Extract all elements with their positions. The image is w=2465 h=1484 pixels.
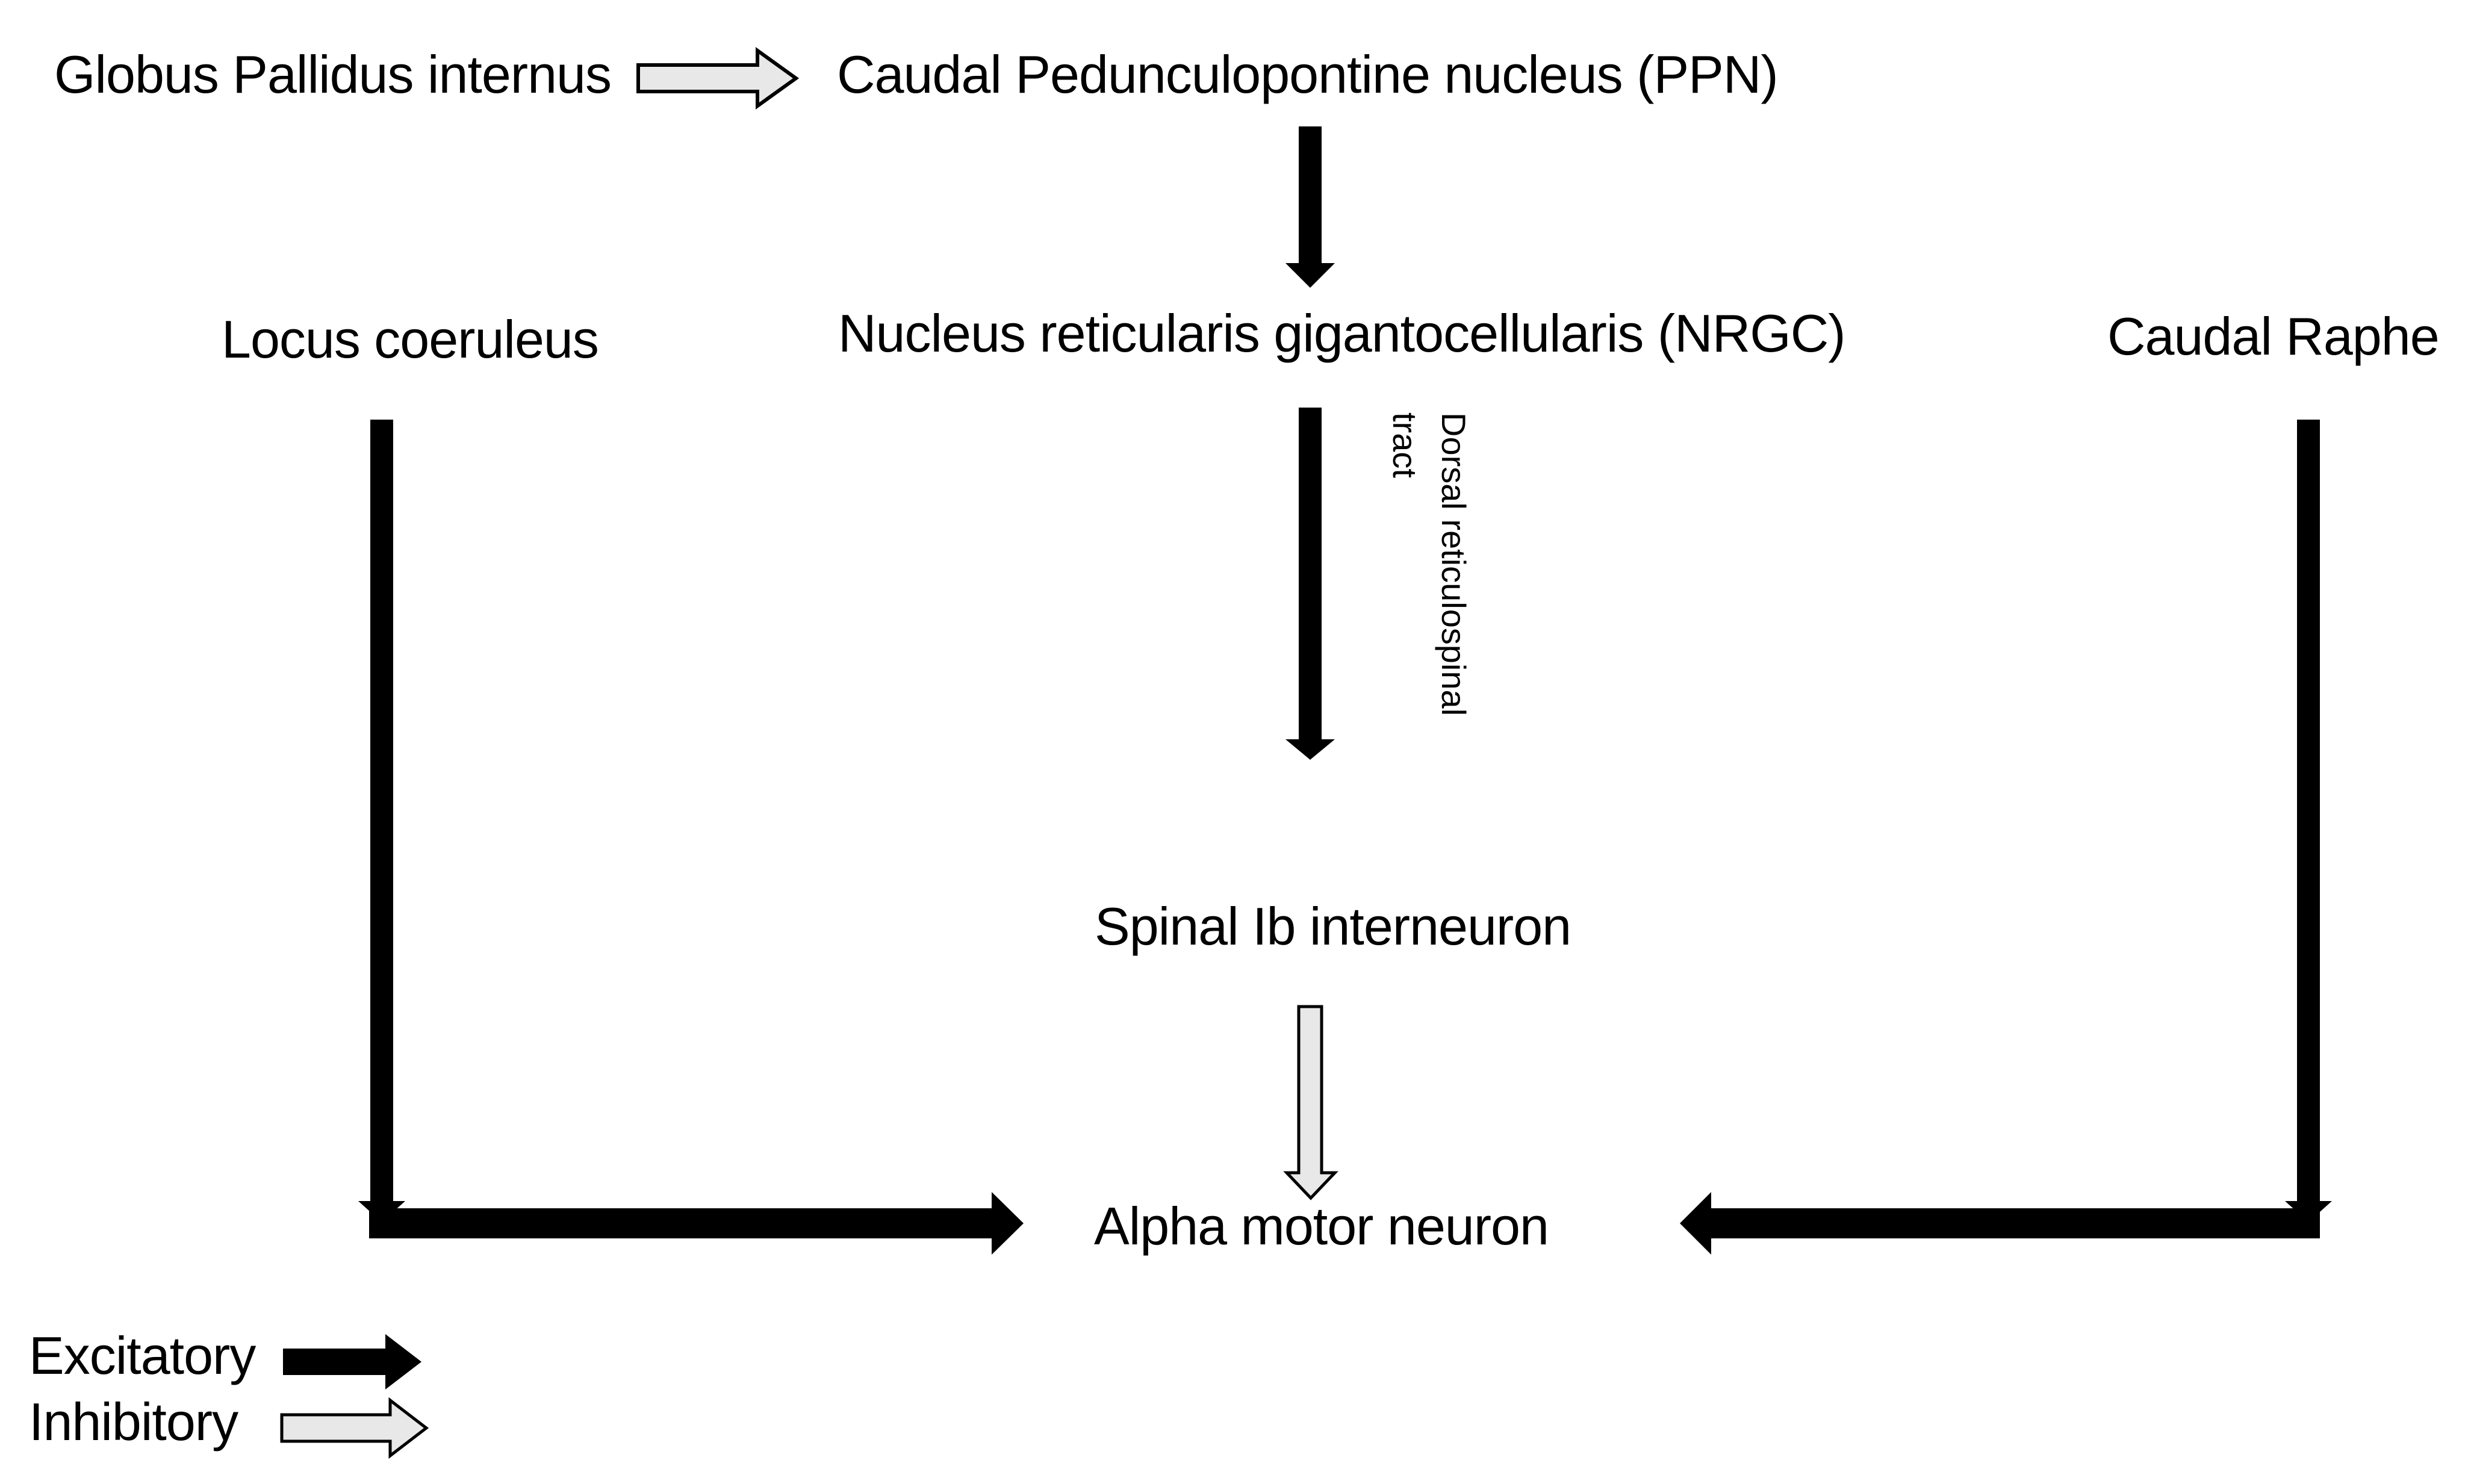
- excitatory-arrow-locus-to-alpha-icon: [358, 420, 1024, 1255]
- locus-vertical-segment: [358, 420, 405, 1222]
- node-label-caudal-raphe: Caudal Raphe: [2107, 306, 2440, 366]
- raphe-horizontal-segment: [1680, 1192, 2320, 1255]
- node-label-caudal-pedunculopontine-nucleus: Caudal Pedunculopontine nucleus (PPN): [837, 45, 1779, 104]
- excitatory-arrow-ppn-to-nrgc-icon: [1285, 126, 1335, 288]
- inhibitory-arrow-spinal-to-alpha-icon: [1283, 1005, 1338, 1200]
- node-label-nucleus-reticularis-gigantocellularis: Nucleus reticularis gigantocellularis (N…: [838, 303, 1846, 363]
- excitatory-arrow-nrgc-to-spinal-icon: [1285, 408, 1335, 760]
- legend-label-inhibitory: Inhibitory: [29, 1392, 238, 1451]
- legend-label-excitatory: Excitatory: [29, 1326, 256, 1385]
- node-label-globus-pallidus-internus: Globus Pallidus internus: [54, 45, 612, 104]
- excitatory-arrow-raphe-to-alpha-icon: [1680, 420, 2332, 1255]
- node-label-spinal-ib-interneuron: Spinal Ib interneuron: [1095, 896, 1571, 956]
- legend-inhibitory-arrow-icon: [280, 1397, 429, 1459]
- legend-excitatory-arrow-icon: [283, 1334, 421, 1389]
- node-label-locus-coeruleus: Locus coeruleus: [222, 309, 599, 369]
- raphe-vertical-segment: [2285, 420, 2332, 1222]
- locus-horizontal-segment: [369, 1192, 1024, 1255]
- node-label-alpha-motor-neuron: Alpha motor neuron: [1094, 1196, 1549, 1256]
- inhibitory-arrow-gpi-to-ppn-icon: [636, 47, 800, 110]
